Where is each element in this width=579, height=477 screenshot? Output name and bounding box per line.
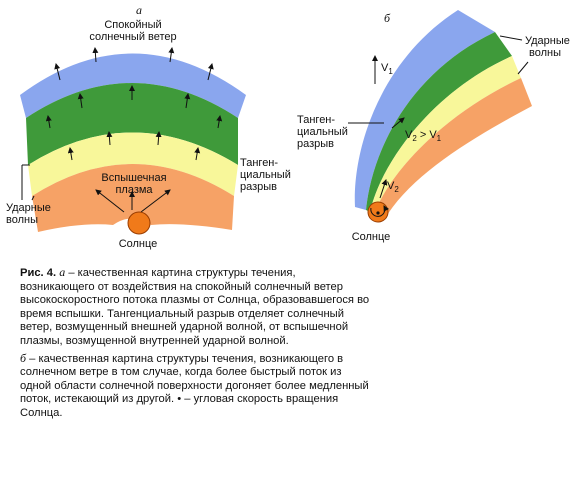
yellow-band (28, 132, 238, 196)
green-band (26, 83, 238, 165)
blue-band-b (354, 10, 495, 210)
sun-label-a: Солнце (119, 238, 158, 250)
figure: а Спокойный солнечный ветер Вспышечная п… (6, 3, 570, 250)
shock-label-a-line1: Ударные (6, 202, 51, 214)
v1-label: V1 (381, 62, 393, 76)
tangential-label-a-line3: разрыв (240, 181, 277, 193)
rotation-dot-icon (376, 211, 380, 215)
shock-label-b-line2: волны (529, 47, 561, 59)
tangential-label-b-line2: циальный (297, 126, 348, 138)
plasma-label-line2: плазма (115, 184, 153, 196)
panel-a-letter: а (136, 3, 142, 17)
tangential-label-a-line2: циальный (240, 169, 291, 181)
caption-title: Рис. 4. (20, 267, 57, 279)
shock-label-b-line1: Ударные (525, 35, 570, 47)
shock-label-a-line2: волны (6, 214, 38, 226)
tangential-label-b-line3: разрыв (297, 138, 334, 150)
yellow-band-b (370, 56, 521, 214)
solar-wind-label-line2: солнечный ветер (89, 31, 176, 43)
orange-band-b (374, 78, 532, 220)
green-band-b (366, 32, 512, 212)
v2-gt-v1-label: V2 > V1 (405, 129, 442, 143)
sun-a (127, 211, 151, 235)
caption-paragraph-a: Рис. 4. а – качественная картина структу… (20, 265, 370, 349)
tangential-label-b-line1: Танген- (297, 114, 335, 126)
blue-band (20, 53, 246, 118)
rotation-arrow-icon (370, 205, 390, 217)
panel-b: б V1 V2 > V1 V2 Солнце Танген- циальный … (297, 10, 570, 243)
tangential-label-a-line1: Танген- (240, 157, 278, 169)
caption-text-b: – качественная картина структуры течения… (20, 352, 369, 419)
plasma-label-line1: Вспышечная (101, 172, 166, 184)
caption-text-a: – качественная картина структуры течения… (20, 267, 370, 347)
panel-b-letter: б (384, 11, 391, 25)
v2-label: V2 (387, 180, 399, 194)
panel-a: а Спокойный солнечный ветер Вспышечная п… (6, 3, 291, 250)
caption-letter-b: б (20, 350, 27, 365)
orange-region (32, 164, 234, 232)
solar-wind-label-line1: Спокойный (104, 19, 161, 31)
caption-letter-a: а (59, 265, 66, 279)
caption-paragraph-b: б – качественная картина структуры течен… (20, 350, 370, 421)
figure-caption: Рис. 4. а – качественная картина структу… (20, 265, 370, 424)
sun-label-b: Солнце (352, 231, 391, 243)
